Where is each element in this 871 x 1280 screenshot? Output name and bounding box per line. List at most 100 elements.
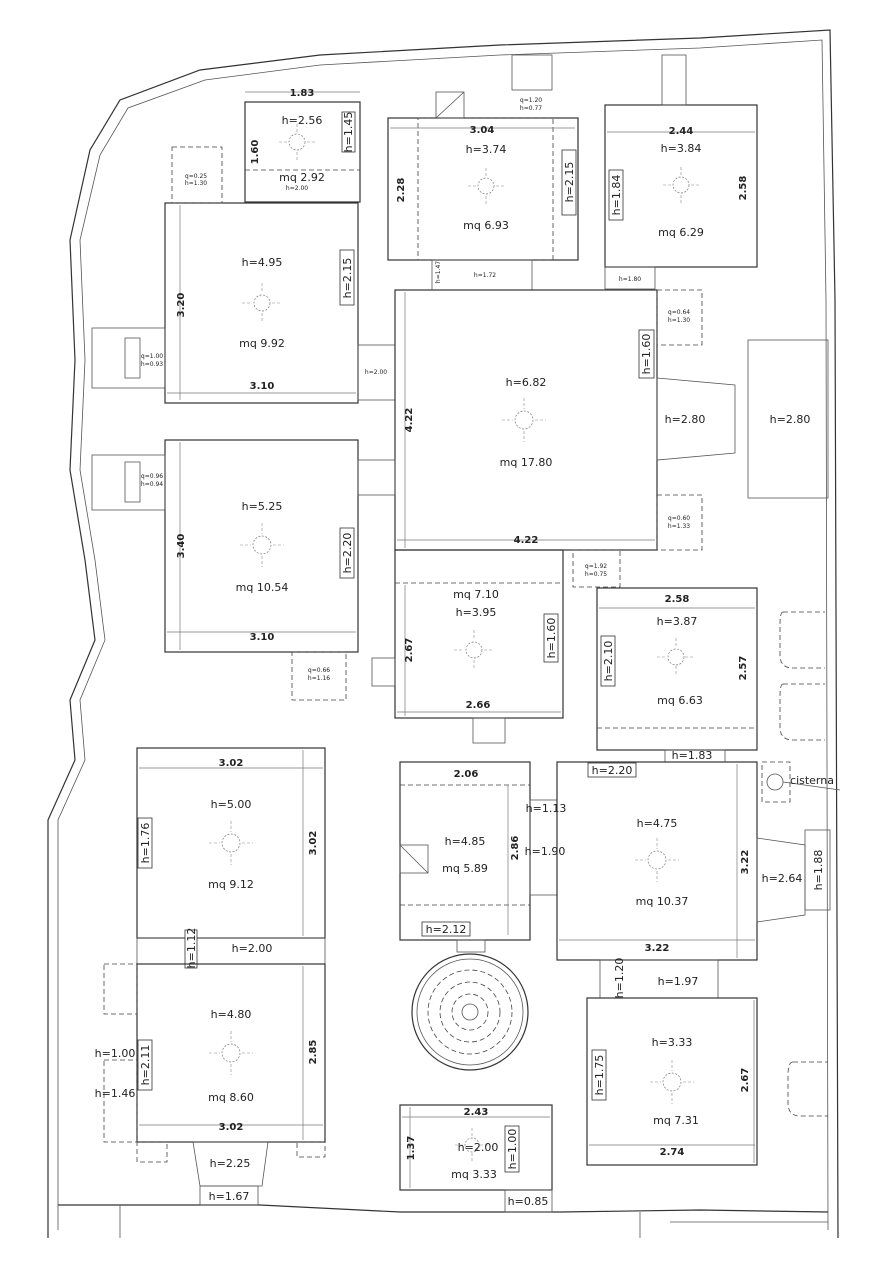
opening-6-q: q=0.60 <box>668 515 690 522</box>
passage-2-00-b: h=2.00 <box>232 942 273 955</box>
room-3: 2.44 2.58 h=3.84 mq 6.29 h=1.84 <box>604 54 758 268</box>
passage-2-80-b: h=2.80 <box>770 413 811 426</box>
room-13: 2.74 2.67 h=3.33 mq 7.31 h=1.75 <box>586 997 828 1166</box>
room-1-depth: 1.60 <box>250 140 261 165</box>
room-14-depth: 1.37 <box>406 1136 417 1161</box>
room-9-depth: 3.02 <box>308 831 319 856</box>
room-5: 4.22 4.22 h=6.82 mq 17.80 h=1.60 q=0.64 … <box>394 289 703 551</box>
room-10-area: mq 5.89 <box>442 862 488 875</box>
room-11-depth: 3.22 <box>740 850 751 875</box>
room-10-height: h=4.85 <box>445 835 486 848</box>
room-1-tag: h=1.45 <box>342 112 355 153</box>
room-1: 1.83 1.60 h=2.56 mq 2.92 h=2.00 h=1.45 <box>244 88 361 203</box>
room-4-width: 3.10 <box>250 381 275 392</box>
sun-icon <box>663 167 699 203</box>
room-8: 2.58 2.57 h=3.87 mq 6.63 h=2.10 <box>596 587 825 751</box>
room-6-width: 3.10 <box>250 632 275 643</box>
room-1-area: mq 2.92 <box>279 171 325 184</box>
sun-icon <box>657 638 695 676</box>
room-4: q=0.25 h=1.30 q=1.00 h=0.93 3.10 3.20 h=… <box>91 146 359 404</box>
room-1-width: 1.83 <box>290 88 315 99</box>
passage-1-20: h=1.20 <box>613 958 626 999</box>
room-2-height: h=3.74 <box>466 143 507 156</box>
room-5-width: 4.22 <box>514 535 539 546</box>
room-14: 2.43 1.37 h=2.00 mq 3.33 h=1.00 h=0.85 <box>399 1104 553 1213</box>
sun-icon <box>242 283 282 323</box>
cisterna-label: cisterna <box>790 774 834 787</box>
opening-4-h: h=0.93 <box>141 361 163 368</box>
room-3-depth: 2.58 <box>738 176 749 201</box>
opening-7-q: q=1.92 <box>585 563 607 570</box>
room-9-height: h=5.00 <box>211 798 252 811</box>
room-9-width: 3.02 <box>219 758 244 769</box>
room-14-tag: h=1.00 <box>506 1129 519 1170</box>
room-10-width: 2.06 <box>454 769 479 780</box>
sun-icon <box>240 523 284 567</box>
opening-5-q: q=0.96 <box>141 473 163 480</box>
room-10-depth: 2.86 <box>510 836 521 861</box>
room-9-area: mq 9.12 <box>208 878 254 891</box>
top-connectors: h=1.72 h=1.47 h=1.80 <box>431 259 656 291</box>
room-7-area: mq 7.10 <box>453 588 499 601</box>
room-10-tag: h=2.12 <box>426 923 467 936</box>
room-14-width: 2.43 <box>464 1107 489 1118</box>
opening-4-q: q=1.00 <box>141 353 163 360</box>
room-13-area: mq 7.31 <box>653 1114 699 1127</box>
room-8-width: 2.58 <box>665 594 690 605</box>
room-2-depth: 2.28 <box>396 178 407 203</box>
room-4-tag: h=2.15 <box>341 258 354 299</box>
room-7-depth: 2.67 <box>404 638 415 663</box>
room-11-area: mq 10.37 <box>636 895 689 908</box>
room-8-height: h=3.87 <box>657 615 698 628</box>
sun-icon <box>209 821 253 865</box>
room-14-area: mq 3.33 <box>451 1168 497 1181</box>
sun-icon <box>279 124 315 160</box>
passage-1-97: h=1.97 <box>658 975 699 988</box>
passage-1-12: h=1.12 <box>185 928 198 969</box>
passage-1-72: h=1.72 <box>474 272 496 279</box>
site-boundary <box>47 29 839 1239</box>
room-7: 2.66 2.67 mq 7.10 h=3.95 h=1.60 q=1.92 h… <box>371 549 621 744</box>
room-14-height: h=2.00 <box>458 1141 499 1154</box>
opening-5-h: h=0.94 <box>141 481 163 488</box>
room-11-height: h=4.75 <box>637 817 678 830</box>
cistern-icon <box>766 773 784 791</box>
room-7-tag: h=1.60 <box>545 618 558 659</box>
passage-2-80-a: h=2.80 <box>665 413 706 426</box>
sun-icon <box>635 838 679 882</box>
passage-1-46: h=1.46 <box>95 1087 136 1100</box>
sun-icon <box>502 398 546 442</box>
room-5-height: h=6.82 <box>506 376 547 389</box>
sun-icon <box>468 168 504 204</box>
room-10: 2.06 2.86 h=4.85 mq 5.89 h=2.12 h=1.13 h… <box>399 761 567 941</box>
opening-8-h: h=1.16 <box>308 675 330 682</box>
passage-1-88: h=1.88 <box>812 850 825 891</box>
room-12-area: mq 8.60 <box>208 1091 254 1104</box>
room-8-area: mq 6.63 <box>657 694 703 707</box>
room-8-tag: h=2.10 <box>602 641 615 682</box>
room-5-tag: h=1.60 <box>640 334 653 375</box>
room-12: h=1.00 h=1.46 3.02 2.85 h=4.80 mq 8.60 h… <box>95 963 326 1206</box>
passage-1-13: h=1.13 <box>526 802 567 815</box>
room-13-width: 2.74 <box>660 1147 685 1158</box>
room-5-area: mq 17.80 <box>500 456 553 469</box>
room-1-height: h=2.56 <box>282 114 323 127</box>
room-7-height: h=3.95 <box>456 606 497 619</box>
passage-2-25: h=2.25 <box>210 1157 251 1170</box>
room-6: q=0.96 h=0.94 3.10 3.40 h=5.25 mq 10.54 … <box>91 439 396 701</box>
passage-1-80: h=1.80 <box>619 276 641 283</box>
room-2-area: mq 6.93 <box>463 219 509 232</box>
room-2: 3.04 2.28 h=3.74 mq 6.93 h=2.15 q=1.20 h… <box>387 54 579 261</box>
passage-1-83: h=1.83 <box>672 749 713 762</box>
passage-0-85: h=0.85 <box>508 1195 549 1208</box>
room-12-tag: h=2.11 <box>139 1045 152 1086</box>
room-13-tag: h=1.75 <box>593 1055 606 1096</box>
room-4-height: h=4.95 <box>242 256 283 269</box>
opening-3-q: q=0.64 <box>668 309 690 316</box>
opening-2-h: h=0.77 <box>520 105 542 112</box>
room-3-area: mq 6.29 <box>658 226 704 239</box>
passage-1-67: h=1.67 <box>209 1190 250 1203</box>
room-6-tag: h=2.20 <box>341 533 354 574</box>
room-4-area: mq 9.92 <box>239 337 285 350</box>
